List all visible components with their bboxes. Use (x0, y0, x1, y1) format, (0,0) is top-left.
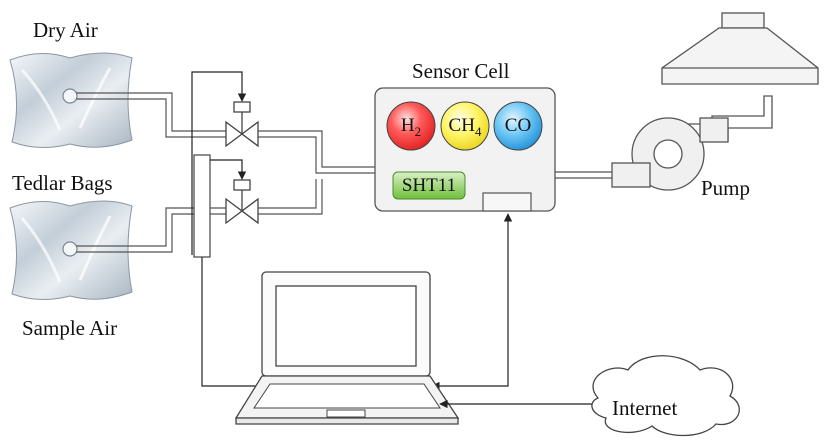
label-sensor-cell: Sensor Cell (412, 59, 510, 83)
sensor-ch4-label: CH4 (448, 115, 482, 139)
tedlar-bag-sample-air-icon (9, 200, 133, 300)
valve-controller (191, 71, 431, 391)
sensor-co-label: CO (504, 115, 532, 136)
valve-2-icon (225, 179, 259, 225)
cloud-icon (591, 355, 740, 437)
pump-icon (611, 95, 773, 191)
label-tedlar-bags: Tedlar Bags (12, 171, 113, 195)
fume-hood-icon (661, 12, 819, 85)
label-sample-air: Sample Air (22, 316, 118, 340)
valve-1-icon (225, 101, 259, 148)
laptop-icon (234, 271, 460, 425)
tedlar-bag-dry-air-icon (9, 52, 133, 148)
sensor-data-link (431, 213, 513, 391)
sensor-h2-label: H2 (400, 115, 422, 139)
label-dry-air: Dry Air (33, 18, 98, 42)
label-pump: Pump (701, 176, 751, 200)
sensor-sht11-label: SHT11 (401, 175, 457, 196)
label-internet: Internet (612, 396, 678, 420)
sensor-cell (374, 87, 556, 212)
